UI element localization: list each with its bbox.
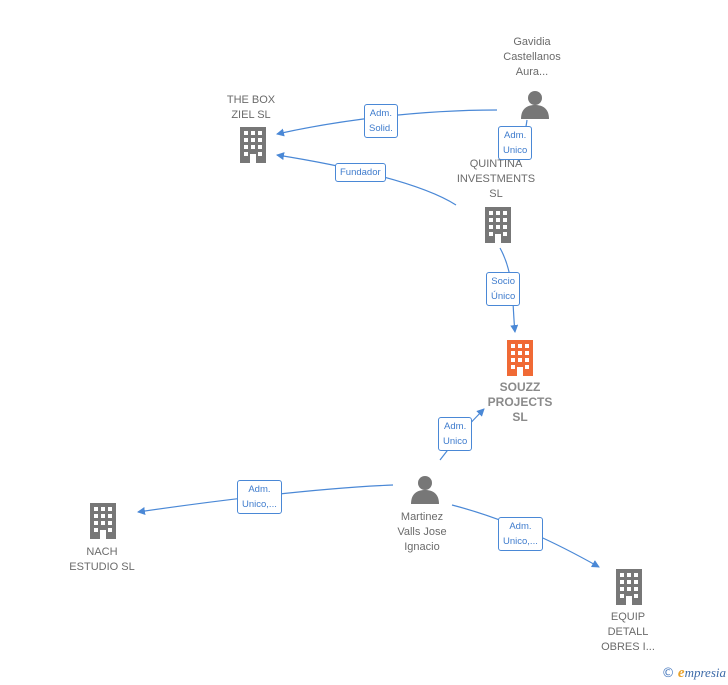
node-label-equip[interactable]: EQUIP DETALL OBRES I...	[601, 611, 655, 653]
node-label-gavidia[interactable]: Gavidia Castellanos Aura...	[503, 36, 561, 78]
person-icon-martinez[interactable]	[411, 476, 439, 504]
building-icon-the-box[interactable]	[240, 127, 266, 163]
edge-label-martinez-equip: Adm. Unico,...	[498, 517, 543, 551]
node-label-the-box[interactable]: THE BOX ZIEL SL	[226, 94, 276, 121]
edge-label-quintina-thebox: Fundador	[335, 163, 386, 182]
brand-footer: © empresia	[662, 665, 726, 682]
node-label-souzz[interactable]: SOUZZ PROJECTS SL	[487, 380, 553, 424]
building-icon-equip[interactable]	[616, 569, 642, 605]
node-label-nach[interactable]: NACH ESTUDIO SL	[69, 546, 135, 573]
building-icon-nach[interactable]	[90, 503, 116, 539]
building-icon-quintina[interactable]	[485, 207, 511, 243]
node-label-quintina[interactable]: QUINTINA INVESTMENTS SL	[456, 158, 536, 200]
edge-label-martinez-souzz: Adm. Unico	[438, 417, 473, 451]
edge-label-quintina-souzz: Socio Único	[486, 272, 521, 306]
brand-logo-initial: e	[677, 665, 685, 681]
copyright-symbol: ©	[661, 666, 675, 681]
building-icon-souzz[interactable]	[507, 340, 533, 376]
edge-label-gavidia-thebox: Adm. Solid.	[364, 104, 398, 138]
brand-logo-text: mpresia	[684, 665, 726, 680]
person-icon-gavidia[interactable]	[521, 91, 549, 119]
edge-label-gavidia-quintina: Adm. Unico	[498, 126, 533, 160]
edge-label-martinez-nach: Adm. Unico,...	[237, 480, 282, 514]
node-label-martinez[interactable]: Martinez Valls Jose Ignacio	[397, 511, 447, 553]
